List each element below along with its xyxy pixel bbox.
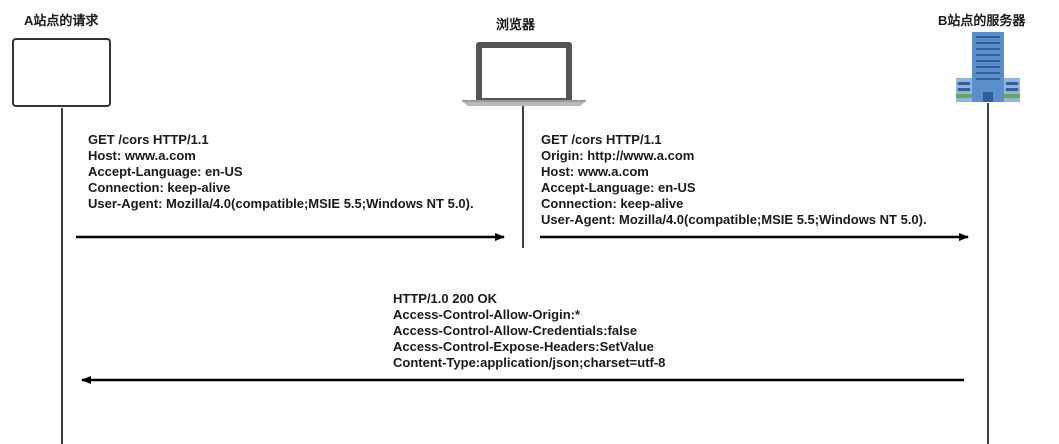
message-line: Access-Control-Allow-Origin:* [393,307,581,322]
message-line: Access-Control-Expose-Headers:SetValue [393,339,654,354]
message-line: HTTP/1.0 200 OK [393,291,498,306]
message-line: GET /cors HTTP/1.1 [88,132,209,147]
message-line: GET /cors HTTP/1.1 [541,132,662,147]
laptop-icon [462,42,586,106]
message-line: Content-Type:application/json;charset=ut… [393,355,666,370]
building-icon [956,32,1020,102]
message-line: Host: www.a.com [541,164,649,179]
actor-label-site-a: A站点的请求 [24,13,99,28]
message-line: Access-Control-Allow-Credentials:false [393,323,638,338]
message-b-to-a: HTTP/1.0 200 OK Access-Control-Allow-Ori… [393,291,665,371]
message-line: Host: www.a.com [88,148,196,163]
actor-label-browser: 浏览器 [496,17,536,32]
message-line: Connection: keep-alive [541,196,684,211]
message-a-to-browser: GET /cors HTTP/1.1 Host: www.a.com Accep… [88,132,474,212]
message-line: Connection: keep-alive [88,180,231,195]
message-line: Accept-Language: en-US [88,164,243,179]
actor-label-site-b: B站点的服务器 [938,13,1026,28]
message-line: Accept-Language: en-US [541,180,696,195]
message-line: Origin: http://www.a.com [541,148,695,163]
message-line: User-Agent: Mozilla/4.0(compatible;MSIE … [541,212,927,227]
message-line: User-Agent: Mozilla/4.0(compatible;MSIE … [88,196,474,211]
message-browser-to-b: GET /cors HTTP/1.1 Origin: http://www.a.… [541,132,927,228]
request-box-icon [12,38,111,107]
